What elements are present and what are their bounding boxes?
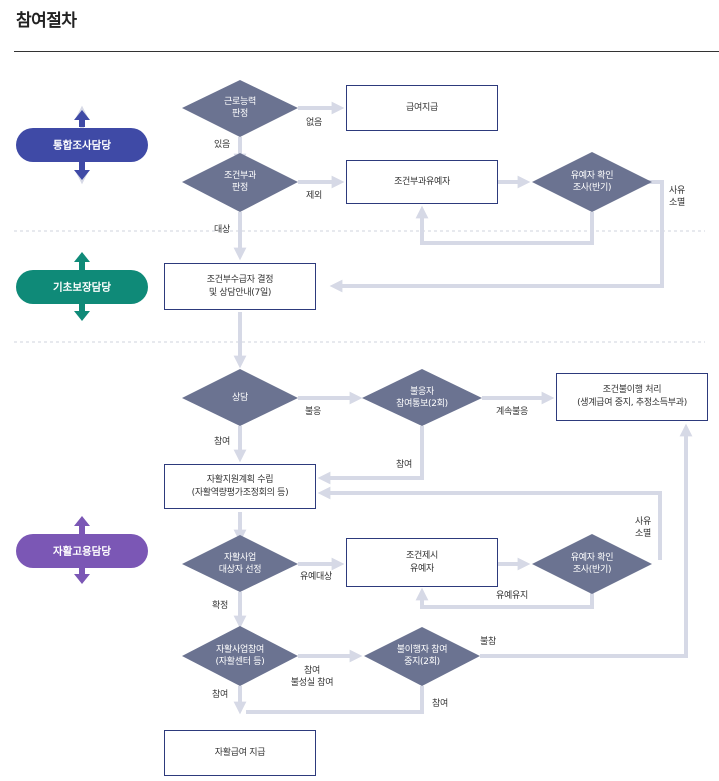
edge-label-exists: 있음 — [214, 140, 230, 150]
edge-label-excluded: 제외 — [306, 191, 322, 201]
role-basic-label: 기초보장담당 — [53, 281, 111, 294]
arrow-participate-2 — [317, 426, 424, 485]
edge-label-participate-2: 참여 — [396, 460, 412, 470]
box-benefit-pay: 급여지급 — [346, 85, 498, 131]
consult-label: 상담 — [232, 393, 248, 403]
arrow-nonparticipation — [480, 423, 693, 658]
diamond-stop-notice — [364, 627, 480, 686]
diamond-condition-judge — [182, 153, 298, 212]
box-self-benefit: 자활급여 지급 — [164, 730, 316, 776]
box-condition-deferred: 조건부과유예자 — [346, 160, 498, 204]
role-basic — [16, 252, 148, 321]
arrow-check2-back — [415, 587, 594, 609]
diamond-work-ability — [182, 80, 298, 137]
edge-label-participate-4: 참여 — [432, 699, 448, 709]
role-integrated-label: 통합조사담당 — [53, 139, 111, 152]
diamond-selection — [182, 535, 298, 592]
title-divider — [14, 51, 719, 52]
edge-label-deferred-target: 유예대상 — [300, 572, 332, 582]
edge-label-nonparticipation: 불참 — [480, 637, 496, 647]
diamond-nonresponse-notice — [362, 369, 482, 426]
role-selfsupport-label: 자활고용담당 — [53, 545, 111, 558]
edge-label-none: 없음 — [306, 118, 322, 128]
diamond-deferred-check-2 — [532, 534, 652, 594]
edge-label-deferral-keep: 유예유지 — [496, 591, 528, 601]
role-selfsupport — [16, 516, 148, 584]
box-plan: 자활지원계획 수립(자활역량평가조정회의 등) — [164, 464, 316, 509]
diamond-consult — [182, 369, 298, 426]
edge-label-participate-3: 참여 — [212, 690, 228, 700]
diamond-participation — [182, 626, 298, 686]
arrow-check1-back — [415, 205, 594, 245]
edge-label-participate-1: 참여 — [214, 437, 230, 447]
edge-label-target: 대상 — [214, 225, 230, 235]
arrow-lapse2 — [317, 486, 662, 560]
participation-label: 자활사업참여(자활센터 등) — [215, 645, 265, 667]
edge-label-refuse: 불응 — [305, 407, 321, 417]
page-title: 참여절차 — [16, 11, 77, 31]
edge-label-continued-refusal: 계속불응 — [496, 407, 528, 417]
edge-label-confirmed: 확정 — [212, 601, 228, 611]
role-integrated — [16, 110, 148, 180]
diamond-deferred-check-1 — [532, 152, 652, 212]
arrow-participate-4 — [246, 686, 424, 714]
box-noncompliance: 조건불이행 처리(생계급여 중지, 추정소득부과) — [556, 373, 708, 421]
